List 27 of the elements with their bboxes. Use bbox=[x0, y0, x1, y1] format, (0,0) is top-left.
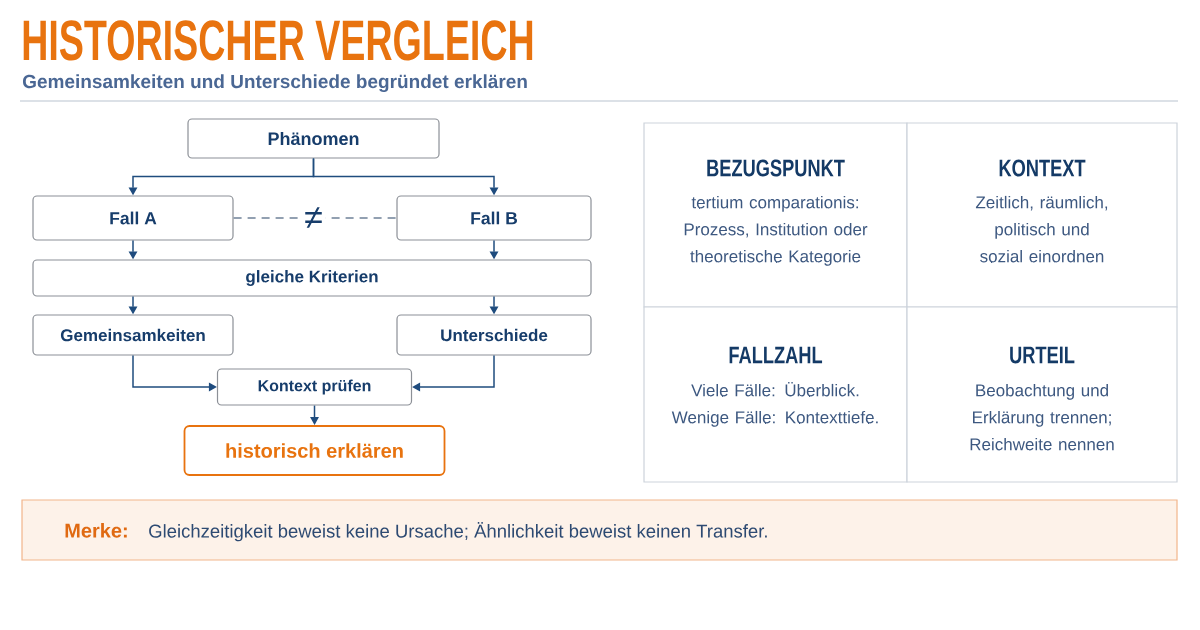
grid-cell bbox=[643, 122, 908, 308]
cell-text: Beobachtung und Erklärung trennen; Reichweite nennen bbox=[970, 383, 1114, 451]
process-box: Phänomen bbox=[187, 118, 440, 159]
process-box: gleiche Kriterien bbox=[32, 259, 592, 297]
note-text: Gleichzeitigkeit beweist keine Ursache; Ähnlichkeit beweist keinen Transfer. bbox=[149, 522, 767, 542]
grid-cell bbox=[906, 306, 1178, 483]
cell-text: Viele Fälle: Überblick. Wenige Fälle: Kontexttiefe. bbox=[671, 382, 878, 427]
note-box bbox=[21, 499, 1178, 561]
subtitle: Gemeinsamkeiten und Unterschiede begründet erklären bbox=[23, 74, 527, 93]
cell-heading: BEZUGSPUNKT bbox=[707, 159, 845, 177]
note-label: Merke: bbox=[65, 523, 127, 538]
cell-heading: FALLZAHL bbox=[729, 346, 823, 364]
cell-heading: KONTEXT bbox=[999, 159, 1086, 177]
process-box: Fall A bbox=[32, 195, 234, 241]
edge-label: ≠ bbox=[301, 204, 326, 232]
process-box: Fall B bbox=[396, 195, 592, 241]
process-box: Gemeinsamkeiten bbox=[32, 314, 234, 356]
process-box: Unterschiede bbox=[396, 314, 592, 356]
grid-cell bbox=[906, 122, 1178, 308]
grid-cell bbox=[643, 306, 908, 483]
title: HISTORISCHER VERGLEICH bbox=[23, 20, 533, 61]
cell-text: tertium comparationis: Prozess, Institution oder theoretische Kategorie bbox=[684, 195, 868, 266]
cell-text: Zeitlich, räumlich, politisch und sozial einordnen bbox=[975, 195, 1108, 263]
cell-heading: URTEIL bbox=[1010, 346, 1075, 364]
process-box: Kontext prüfen bbox=[216, 368, 413, 406]
result-box: historisch erklären bbox=[183, 425, 446, 476]
arrow bbox=[412, 354, 495, 392]
